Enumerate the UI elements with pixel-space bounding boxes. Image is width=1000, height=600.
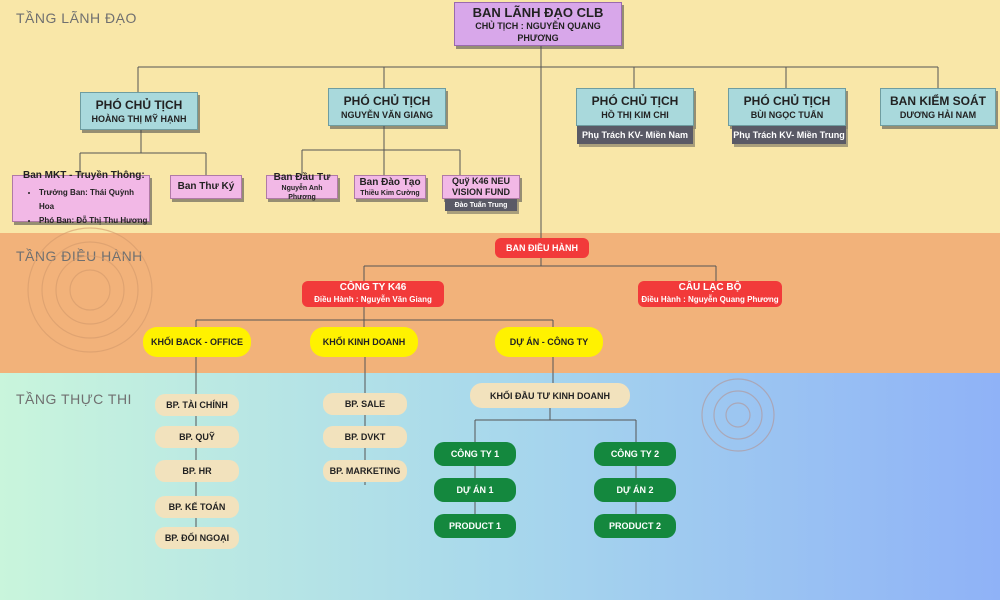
club-director: Điều Hành : Nguyễn Quang Phương <box>641 295 779 304</box>
vice-chairman-3-box: PHÓ CHỦ TỊCH HỒ THỊ KIM CHI <box>576 88 694 126</box>
investment-board-box: Ban Đầu Tư Nguyễn Anh Phương <box>266 172 338 201</box>
dept-finance-label: BP. TÀI CHÍNH <box>166 400 228 410</box>
project-1-box: DỰ ÁN 1 <box>434 478 516 502</box>
company-k46-box: CÔNG TY K46 Điều Hành : Nguyễn Văn Giang <box>302 281 444 307</box>
product-1-box: PRODUCT 1 <box>434 514 516 538</box>
vice-chairman-4-name: BÙI NGỌC TUẤN <box>750 109 824 120</box>
vice-chairman-3-title: PHÓ CHỦ TỊCH <box>591 93 679 108</box>
chairman-name: CHỦ TỊCH : NGUYỄN QUANG PHƯƠNG <box>475 20 601 43</box>
tier-label-implementation: TẦNG THỰC THI <box>16 391 132 407</box>
dept-external-relations-label: BP. ĐỐI NGOẠI <box>164 533 230 543</box>
vice-chairman-1-name: HOÀNG THỊ MỸ HẠNH <box>91 113 187 124</box>
marketing-board-title: Ban MKT - Truyền Thông: <box>23 169 145 181</box>
supervision-board-title: BAN KIỂM SOÁT <box>890 93 986 108</box>
vice-chairman-4-title: PHÓ CHỦ TỊCH <box>743 93 831 108</box>
vice-chairman-2-title: PHÓ CHỦ TỊCH <box>343 93 431 108</box>
project-2-box: DỰ ÁN 2 <box>594 478 676 502</box>
vice-chairman-4-region-tag: Phụ Trách KV- Miền Trung <box>732 126 846 144</box>
marketing-board-box: Ban MKT - Truyền Thông: Trưởng Ban: Thái… <box>12 170 150 225</box>
dept-hr-label: BP. HR <box>182 466 212 476</box>
investment-board-name: Nguyễn Anh Phương <box>281 185 323 201</box>
business-block-box: KHỐI KINH DOANH <box>310 327 418 357</box>
supervision-board-name: DƯƠNG HẢI NAM <box>899 109 977 120</box>
dept-accounting-box: BP. KẾ TOÁN <box>155 496 239 518</box>
vice-chairman-1-box: PHÓ CHỦ TỊCH HOÀNG THỊ MỸ HẠNH <box>80 92 198 130</box>
decorative-circles-right <box>701 378 775 452</box>
training-board-box: Ban Đào Tạo Thiều Kim Cường <box>354 175 426 199</box>
dept-external-relations-box: BP. ĐỐI NGOẠI <box>155 527 239 549</box>
supervision-board-box: BAN KIỂM SOÁT DƯƠNG HẢI NAM <box>880 88 996 126</box>
dept-fund-box: BP. QUỸ <box>155 426 239 448</box>
company-k46-title: CÔNG TY K46 <box>339 282 407 293</box>
company-1-label: CÔNG TY 1 <box>450 449 500 459</box>
vice-chairman-3-region-tag: Phụ Trách KV- Miền Nam <box>577 126 693 144</box>
executive-board-title: BAN ĐIỀU HÀNH <box>506 243 578 253</box>
dept-marketing-label: BP. MARKETING <box>329 466 401 476</box>
dept-fund-label: BP. QUỸ <box>179 432 215 442</box>
vision-fund-manager-tag: Đào Tuấn Trung <box>445 199 517 211</box>
product-1-label: PRODUCT 1 <box>448 521 501 531</box>
project-1-label: DỰ ÁN 1 <box>456 485 494 495</box>
executive-board-box: BAN ĐIỀU HÀNH <box>495 238 589 258</box>
leadership-board-title: BAN LÃNH ĐẠO CLB <box>472 4 604 20</box>
dept-technical-service-box: BP. DVKT <box>323 426 407 448</box>
dept-hr-box: BP. HR <box>155 460 239 482</box>
marketing-board-member: Trưởng Ban: Thái Quỳnh Hoa <box>39 186 149 214</box>
vice-chairman-1-title: PHÓ CHỦ TỊCH <box>95 97 183 112</box>
dept-marketing-box: BP. MARKETING <box>323 460 407 482</box>
decorative-circles-left <box>27 227 153 353</box>
company-k46-director: Điều Hành : Nguyễn Văn Giang <box>314 295 432 304</box>
vice-chairman-4-box: PHÓ CHỦ TỊCH BÙI NGỌC TUẤN <box>728 88 846 126</box>
project-company-block-box: DỰ ÁN - CÔNG TY <box>495 327 603 357</box>
training-board-name: Thiều Kim Cường <box>360 189 420 197</box>
dept-technical-service-label: BP. DVKT <box>344 432 386 442</box>
dept-sale-label: BP. SALE <box>344 399 386 409</box>
company-1-box: CÔNG TY 1 <box>434 442 516 466</box>
product-2-label: PRODUCT 2 <box>608 521 661 531</box>
vice-chairman-2-box: PHÓ CHỦ TỊCH NGUYỄN VĂN GIANG <box>328 88 446 126</box>
project-company-block-title: DỰ ÁN - CÔNG TY <box>509 337 589 347</box>
investment-board-title: Ban Đầu Tư <box>273 172 331 183</box>
secretary-board-box: Ban Thư Ký <box>170 175 242 199</box>
back-office-block-box: KHỐI BACK - OFFICE <box>143 327 251 357</box>
dept-finance-box: BP. TÀI CHÍNH <box>155 394 239 416</box>
secretary-board-title: Ban Thư Ký <box>177 181 235 192</box>
club-box: CÂU LẠC BỘ Điều Hành : Nguyễn Quang Phươ… <box>638 281 782 307</box>
marketing-board-members: Trưởng Ban: Thái Quỳnh Hoa Phó Ban: Đỗ T… <box>23 186 149 228</box>
vision-fund-title: Quỹ K46 NEU VISION FUND <box>451 176 511 197</box>
training-board-title: Ban Đào Tạo <box>359 176 421 188</box>
marketing-board-member: Phó Ban: Đỗ Thị Thu Hương <box>39 214 149 228</box>
club-title: CÂU LẠC BỘ <box>678 282 742 293</box>
tier-label-leadership: TẦNG LÃNH ĐẠO <box>16 10 137 26</box>
vice-chairman-3-name: HỒ THỊ KIM CHI <box>601 109 669 120</box>
company-2-label: CÔNG TY 2 <box>610 449 660 459</box>
vice-chairman-2-name: NGUYỄN VĂN GIANG <box>340 109 433 120</box>
tier-label-executive: TẦNG ĐIỀU HÀNH <box>16 248 143 264</box>
vision-fund-box: Quỹ K46 NEU VISION FUND <box>442 175 520 199</box>
back-office-block-title: KHỐI BACK - OFFICE <box>151 337 243 347</box>
project-2-label: DỰ ÁN 2 <box>616 485 654 495</box>
dept-sale-box: BP. SALE <box>323 393 407 415</box>
dept-accounting-label: BP. KẾ TOÁN <box>168 502 226 512</box>
investment-business-block-box: KHỐI ĐẦU TƯ KINH DOANH <box>470 383 630 408</box>
investment-business-block-title: KHỐI ĐẦU TƯ KINH DOANH <box>490 390 610 401</box>
business-block-title: KHỐI KINH DOANH <box>322 337 406 347</box>
leadership-board-box: BAN LÃNH ĐẠO CLB CHỦ TỊCH : NGUYỄN QUANG… <box>454 2 622 46</box>
product-2-box: PRODUCT 2 <box>594 514 676 538</box>
company-2-box: CÔNG TY 2 <box>594 442 676 466</box>
